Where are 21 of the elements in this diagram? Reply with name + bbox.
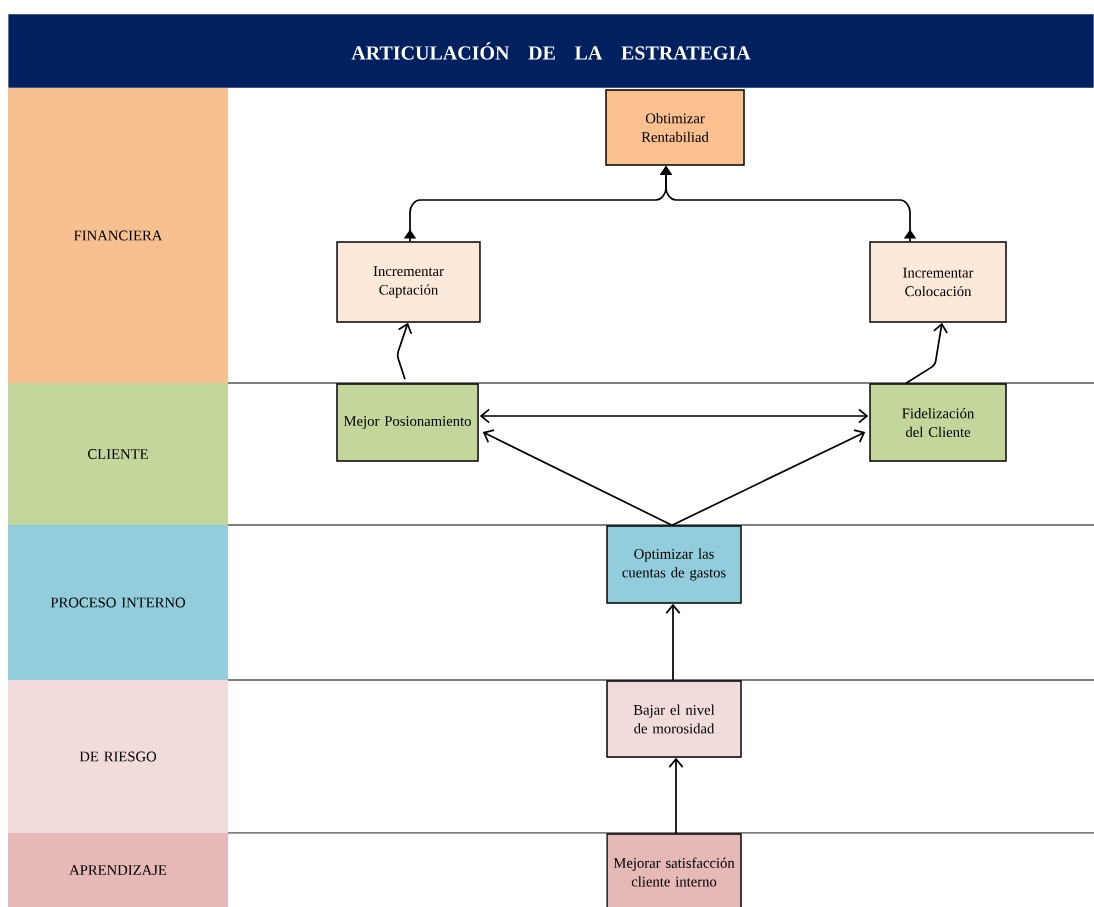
arrow [905,322,948,385]
objective-box: Obtimizar Rentabiliad [605,89,745,166]
perspective-band: PROCESO INTERNO [8,525,228,680]
objective-box: Fidelización del Cliente [869,383,1007,462]
objective-box: Mejor Posionamiento [336,383,479,462]
objective-box: Bajar el nivel de morosidad [606,680,742,758]
perspective-band: CLIENTE [8,383,228,525]
arrow [671,429,866,527]
perspective-band: APRENDIZAJE [8,833,228,907]
arrow [668,757,684,835]
arrow [479,408,869,424]
arrow [396,322,413,381]
perspective-band: FINANCIERA [8,88,228,383]
objective-box: Incrementar Captación [336,241,481,323]
title-bar: ARTICULACIÓN DE LA ESTRATEGIA [8,14,1094,88]
arrow [665,603,681,682]
arrow [482,429,673,527]
objective-box: Mejorar satisfacción cliente interno [606,833,742,907]
objective-box: Optimizar las cuentas de gastos [606,525,742,604]
perspective-band: DE RIESGO [8,680,228,834]
objective-box: Incrementar Colocación [869,241,1007,323]
